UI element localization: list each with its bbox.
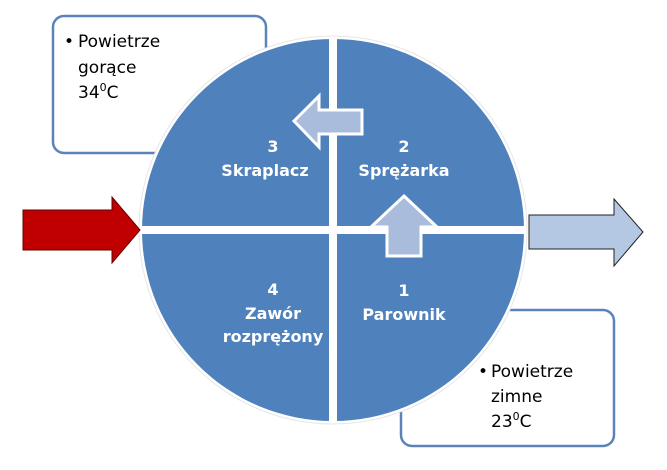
cold-air-temp: 230C	[491, 410, 532, 432]
arrow-left-icon	[291, 92, 364, 151]
quadrant-4-number: 4	[267, 280, 278, 299]
cold-output-arrow-icon	[528, 197, 644, 268]
quadrant-1-label: Parownik	[362, 305, 446, 324]
quadrant-2-label: Sprężarka	[358, 161, 449, 180]
hot-air-line1: Powietrze	[78, 32, 160, 52]
quadrant-3-number: 3	[267, 137, 278, 156]
bullet: •	[64, 32, 74, 52]
quadrant-3-label: Skraplacz	[221, 161, 308, 180]
quadrant-2-number: 2	[398, 137, 409, 156]
bullet: •	[478, 362, 488, 382]
cold-air-line2: zimne	[491, 387, 542, 407]
cold-air-line1: Powietrze	[491, 362, 573, 382]
quadrant-4-label-line1: Zawór	[245, 304, 301, 323]
quadrant-4-label-line2: rozprężony	[223, 327, 324, 346]
hot-air-temp: 340C	[78, 81, 119, 103]
hot-air-line2: gorące	[78, 58, 136, 78]
quadrant-1-number: 1	[398, 281, 409, 300]
hot-input-arrow-icon	[22, 195, 141, 265]
arrow-up-icon	[367, 193, 441, 258]
